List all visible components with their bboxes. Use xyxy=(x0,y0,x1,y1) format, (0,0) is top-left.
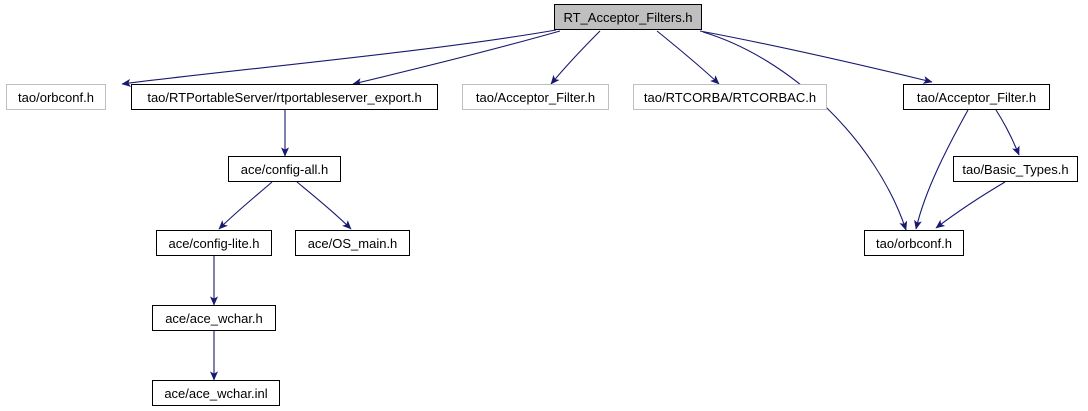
graph-node-ace_config_all[interactable]: ace/config-all.h xyxy=(228,156,341,182)
dependency-edge xyxy=(121,29,557,87)
dependency-edge xyxy=(699,30,933,84)
graph-node-label: ace/ace_wchar.h xyxy=(165,310,263,326)
graph-node-label: tao/RTCORBA/RTCORBAC.h xyxy=(643,89,817,105)
graph-node-tao_orbconf_bottom[interactable]: tao/orbconf.h xyxy=(864,230,964,256)
dependency-edge xyxy=(914,109,969,230)
graph-node-rt_acceptor_filters[interactable]: RT_Acceptor_Filters.h xyxy=(554,4,702,30)
graph-node-ace_ace_wchar_h[interactable]: ace/ace_wchar.h xyxy=(152,305,276,331)
dependency-edge xyxy=(352,30,561,86)
dependency-edge xyxy=(935,181,1006,229)
graph-node-label: ace/config-lite.h xyxy=(168,235,260,251)
dependency-edge xyxy=(296,181,352,230)
graph-node-tao_basic_types[interactable]: tao/Basic_Types.h xyxy=(953,156,1078,182)
graph-node-label: tao/Acceptor_Filter.h xyxy=(475,89,596,105)
graph-node-ace_ace_wchar_inl[interactable]: ace/ace_wchar.inl xyxy=(152,380,280,406)
graph-node-ace_config_lite[interactable]: ace/config-lite.h xyxy=(156,230,272,256)
dependency-edge xyxy=(656,30,720,85)
graph-node-tao_acceptor_filter_solid[interactable]: tao/Acceptor_Filter.h xyxy=(903,84,1050,110)
graph-node-label: tao/RTPortableServer/rtportableserver_ex… xyxy=(147,89,422,105)
graph-node-label: tao/orbconf.h xyxy=(18,89,94,105)
graph-node-tao_acceptor_filter_light[interactable]: tao/Acceptor_Filter.h xyxy=(462,84,609,110)
graph-node-label: tao/orbconf.h xyxy=(876,235,952,251)
dependency-edge xyxy=(550,30,601,85)
graph-node-tao_rtcorbac[interactable]: tao/RTCORBA/RTCORBAC.h xyxy=(633,84,827,110)
graph-node-label: ace/OS_main.h xyxy=(307,235,398,251)
dependency-edge xyxy=(702,31,908,231)
graph-node-label: RT_Acceptor_Filters.h xyxy=(563,9,693,25)
graph-node-label: tao/Acceptor_Filter.h xyxy=(916,89,1037,105)
graph-node-label: tao/Basic_Types.h xyxy=(962,161,1069,177)
graph-node-ace_os_main[interactable]: ace/OS_main.h xyxy=(295,230,410,256)
dependency-edge xyxy=(995,109,1020,156)
dependency-edge xyxy=(218,181,273,230)
graph-node-label: ace/ace_wchar.inl xyxy=(164,385,268,401)
graph-node-rtportableserver_export[interactable]: tao/RTPortableServer/rtportableserver_ex… xyxy=(131,84,438,110)
graph-node-label: ace/config-all.h xyxy=(240,161,329,177)
graph-node-tao_orbconf_top[interactable]: tao/orbconf.h xyxy=(6,84,106,110)
